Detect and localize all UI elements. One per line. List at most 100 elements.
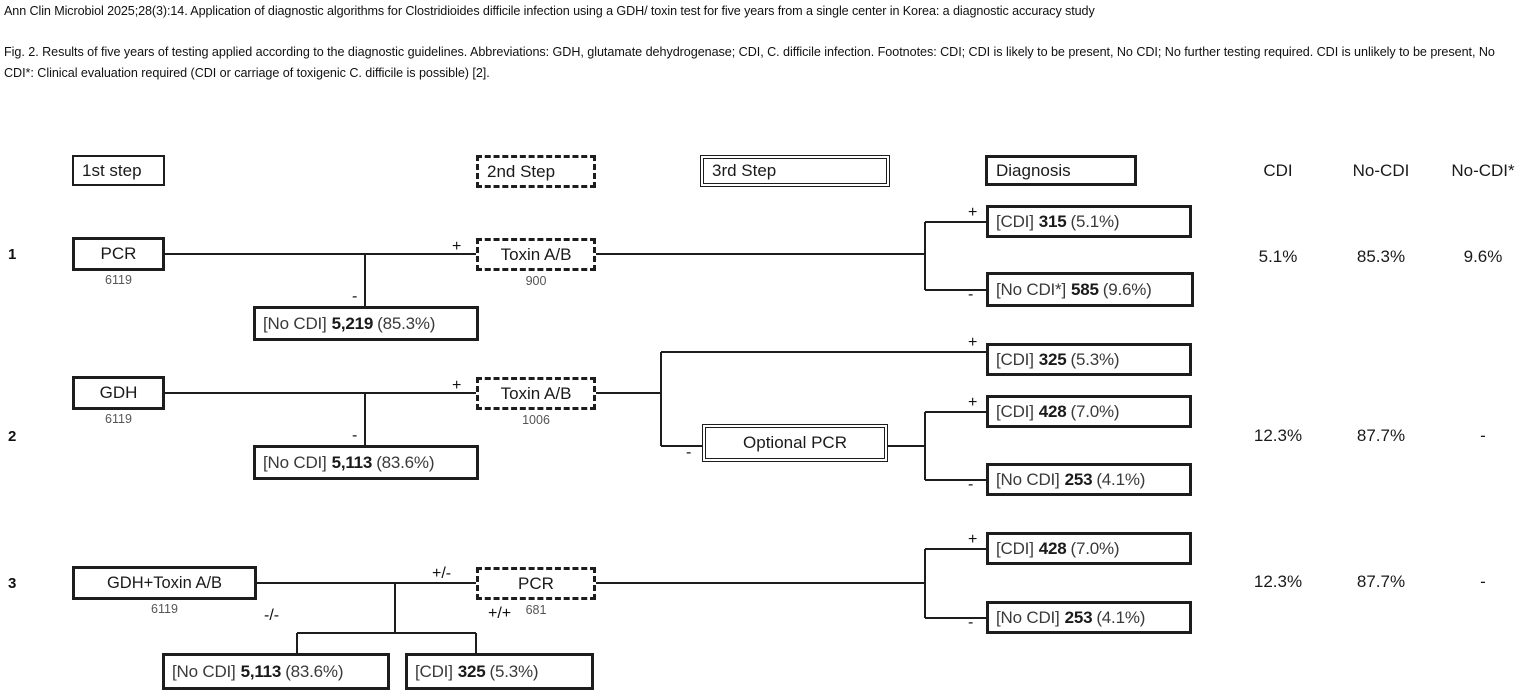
row3-step1-node: GDH+Toxin A/B: [72, 566, 257, 600]
row3-right-pct: (5.3%): [489, 661, 539, 681]
row3-outcome-1: [CDI] 428 (7.0%): [986, 532, 1192, 565]
row3-summary-nocdi-star: -: [1480, 572, 1486, 591]
row3-outcome2-num: 253: [1064, 607, 1093, 627]
figure-caption: Fig. 2. Results of five years of testing…: [4, 45, 1495, 80]
row2-nocdi-tag: [No CDI]: [263, 452, 327, 472]
row1-step1-node: PCR: [72, 237, 165, 271]
row2-outcome2-tag: [CDI]: [996, 401, 1034, 421]
row1-step1-branch-sign: -: [352, 288, 358, 305]
row1-outcome1-num: 315: [1038, 211, 1067, 231]
row2-outcome-2: [CDI] 428 (7.0%): [986, 395, 1192, 428]
row2-outcome2-pct: (7.0%): [1070, 401, 1120, 421]
row-number-2: 2: [8, 428, 17, 445]
row2-outcome2-sign: +: [968, 394, 978, 411]
row2-step3-node: Optional PCR: [702, 424, 888, 462]
row2-step2-node: Toxin A/B: [476, 377, 596, 410]
row1-step2-node: Toxin A/B: [476, 238, 596, 271]
row3-right-num: 325: [457, 661, 486, 681]
row2-step2-edge-sign: +: [452, 377, 462, 394]
row1-outcome2-pct: (9.6%): [1102, 279, 1152, 299]
row1-nocdi-pct: (85.3%): [377, 313, 436, 333]
row2-step1-label: GDH: [99, 383, 138, 402]
row1-outcome1-sign: +: [968, 204, 978, 221]
row3-summary-cdi: 12.3%: [1253, 572, 1303, 591]
header-step2: 2nd Step: [476, 155, 596, 188]
row1-outcome1-pct: (5.1%): [1070, 211, 1120, 231]
row3-step2-edge-sign: +/-: [432, 565, 452, 582]
header-diagnosis: Diagnosis: [985, 155, 1137, 186]
row3-outcome2-sign: -: [968, 614, 974, 631]
row2-step1-branch-sign: -: [352, 427, 358, 444]
header-step3-label: 3rd Step: [712, 161, 777, 180]
row1-nocdi-outcome: [No CDI] 5,219 (85.3%): [253, 306, 479, 341]
header-step1: 1st step: [72, 155, 165, 186]
row3-left-outcome: [No CDI] 5,113 (83.6%): [162, 653, 390, 690]
row2-outcome1-pct: (5.3%): [1070, 349, 1120, 369]
row2-step2-label: Toxin A/B: [500, 383, 572, 403]
row3-step1-label-b: Toxin A/B: [153, 573, 223, 592]
row2-outcome-3: [No CDI] 253 (4.1%): [986, 463, 1192, 496]
row2-outcome1-tag: [CDI]: [996, 349, 1034, 369]
row3-left-tag: [No CDI]: [172, 661, 236, 681]
row1-outcome2-tag: [No CDI*]: [996, 279, 1066, 299]
row3-left-num: 5,113: [240, 661, 282, 681]
row2-summary-nocdi: 87.7%: [1356, 426, 1406, 445]
row3-outcome2-pct: (4.1%): [1096, 607, 1146, 627]
row1-summary-nocdi-star: 9.6%: [1463, 247, 1503, 266]
row3-step1-label-a: GDH+: [106, 573, 154, 592]
row1-outcome1-tag: [CDI]: [996, 211, 1034, 231]
row2-nocdi-num: 5,113: [331, 452, 373, 472]
row3-left-branch-sign: -/-: [264, 607, 280, 624]
row2-step2-count: 1006: [522, 413, 550, 427]
column-header-cdi: CDI: [1263, 161, 1293, 180]
row3-right-branch-sign: +/+: [488, 605, 512, 622]
row3-step1-count: 6119: [151, 602, 178, 616]
row2-nocdi-outcome: [No CDI] 5,113 (83.6%): [253, 445, 479, 480]
row2-summary-cdi: 12.3%: [1253, 426, 1303, 445]
row-number-3: 3: [8, 575, 17, 592]
column-header-nocdi-star: No-CDI*: [1451, 161, 1515, 180]
row1-step1-count: 6119: [105, 273, 132, 287]
row-number-1: 1: [8, 246, 17, 263]
row2-outcome1-num: 325: [1038, 349, 1067, 369]
row1-summary-nocdi: 85.3%: [1356, 247, 1406, 266]
row3-right-tag: [CDI]: [415, 661, 453, 681]
row2-step3-sign: -: [686, 444, 692, 461]
row1-nocdi-num: 5,219: [331, 313, 374, 333]
row3-step2-node: PCR: [476, 567, 596, 600]
header-step3: 3rd Step: [700, 155, 890, 187]
row3-outcome-2: [No CDI] 253 (4.1%): [986, 601, 1192, 634]
journal-citation: Ann Clin Microbiol 2025;28(3):14. Applic…: [4, 4, 1095, 18]
row2-outcome3-pct: (4.1%): [1096, 469, 1146, 489]
row2-step1-count: 6119: [105, 412, 132, 426]
row3-summary-nocdi: 87.7%: [1356, 572, 1406, 591]
row2-summary-nocdi-star: -: [1480, 426, 1486, 445]
row1-step1-label: PCR: [100, 244, 137, 263]
row3-step2-count: 681: [525, 603, 547, 617]
row2-outcome2-num: 428: [1038, 401, 1067, 421]
row1-summary-cdi: 5.1%: [1258, 247, 1298, 266]
row3-left-pct: (83.6%): [285, 661, 344, 681]
row2-outcome-1: [CDI] 325 (5.3%): [986, 343, 1192, 376]
row3-outcome1-pct: (7.0%): [1070, 538, 1120, 558]
row3-outcome1-sign: +: [968, 531, 978, 548]
row1-outcome-1: [CDI] 315 (5.1%): [986, 205, 1192, 238]
row2-step3-label: Optional PCR: [743, 433, 847, 452]
row1-outcome2-sign: -: [968, 286, 974, 303]
row3-step2-label: PCR: [518, 573, 554, 593]
row2-nocdi-pct: (83.6%): [376, 452, 435, 472]
row3-right-outcome: [CDI] 325 (5.3%): [405, 653, 594, 690]
caption-block: Ann Clin Microbiol 2025;28(3):14. Applic…: [0, 0, 1529, 84]
header-step2-label: 2nd Step: [487, 161, 556, 181]
column-header-nocdi: No-CDI: [1352, 161, 1410, 180]
row2-outcome3-tag: [No CDI]: [996, 469, 1060, 489]
row3-outcome1-tag: [CDI]: [996, 538, 1034, 558]
row1-step2-label: Toxin A/B: [500, 244, 572, 264]
row2-outcome3-sign: -: [968, 476, 974, 493]
header-step1-label: 1st step: [82, 160, 142, 180]
row1-outcome-2: [No CDI*] 585 (9.6%): [986, 272, 1194, 307]
row2-outcome1-sign: +: [968, 334, 978, 351]
row3-outcome2-tag: [No CDI]: [996, 607, 1060, 627]
